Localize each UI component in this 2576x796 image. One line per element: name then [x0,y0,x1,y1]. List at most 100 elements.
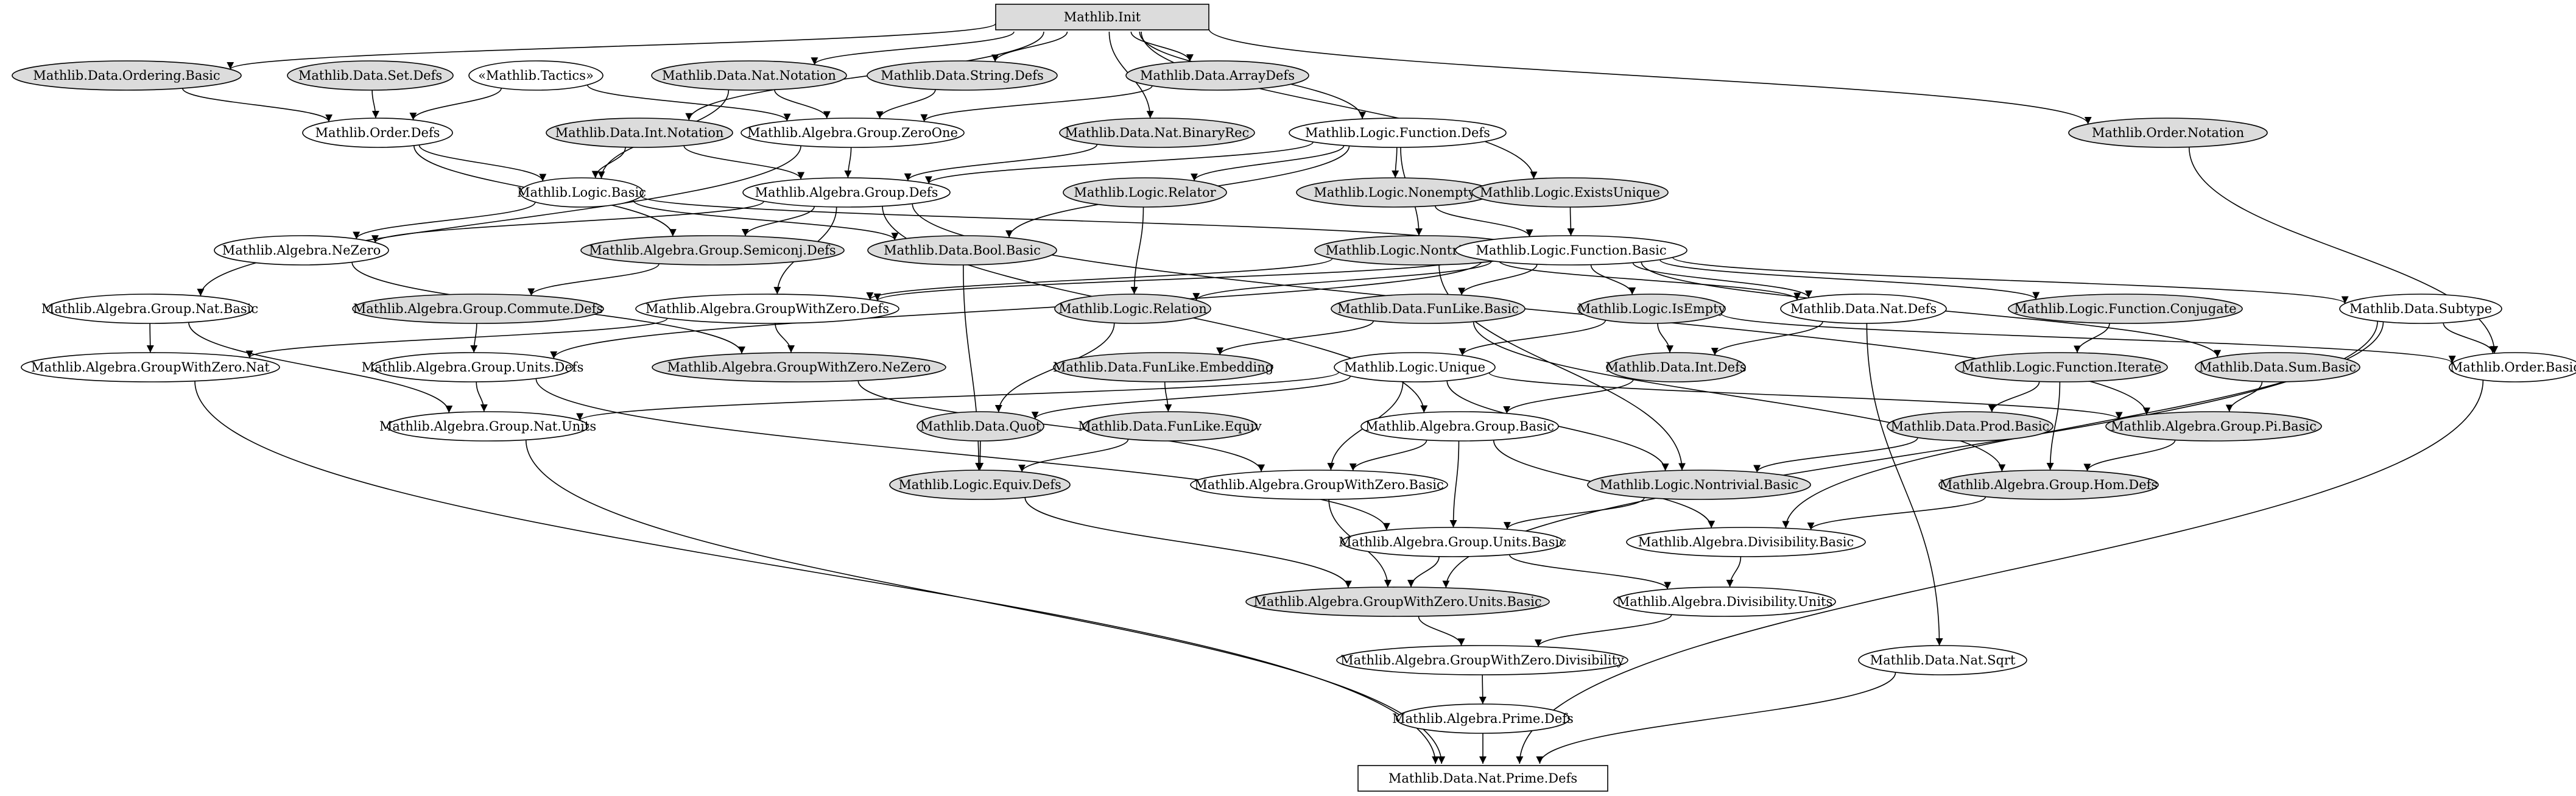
dependency-edge [409,88,502,121]
dependency-edge [1632,262,1812,298]
dependency-edge [1418,616,1465,646]
graph-node: Mathlib.Logic.Equiv.Defs [889,470,1071,500]
node-label: Mathlib.Order.Defs [315,125,440,140]
graph-node: Mathlib.Algebra.GroupWithZero.NeZero [652,352,946,382]
dependency-edge [1130,31,1194,62]
node-label: Mathlib.Algebra.Divisibility.Units [1617,594,1833,609]
graph-node: Mathlib.Data.Nat.Defs [1780,294,1947,324]
graph-node: Mathlib.Algebra.Group.Commute.Defs [352,294,604,324]
node-label: Mathlib.Logic.Nontrivial.Basic [1600,477,1798,492]
dependency-edge [1807,496,1987,530]
node-label: Mathlib.Logic.Function.Iterate [1962,360,2162,375]
dependency-edge [1509,554,1672,590]
dependency-edge [1659,259,2040,300]
dependency-edge [188,322,453,413]
node-ellipse-shape [917,411,1044,442]
graph-node: Mathlib.Algebra.GroupWithZero.Defs [635,294,899,324]
node-ellipse-shape [352,294,604,324]
dependency-edge [470,323,478,353]
node-ellipse-shape [1331,294,1526,324]
dependency-edge [586,84,791,121]
node-ellipse-shape [387,411,589,442]
node-ellipse-shape [2008,294,2243,324]
node-label: Mathlib.Init [1064,10,1141,24]
node-ellipse-shape [1082,411,1258,442]
node-ellipse-shape [1455,235,1687,266]
node-label: Mathlib.Logic.Function.Defs [1305,125,1490,140]
graph-node: Mathlib.Algebra.Group.Nat.Basic [41,294,258,324]
dependency-edge [591,147,626,178]
dependency-edge [182,88,333,122]
graph-node: Mathlib.Data.FunLike.Basic [1331,294,1526,324]
graph-node: Mathlib.Data.Nat.Notation [651,60,847,91]
dependency-edge [1503,378,1635,414]
node-ellipse-shape [46,294,253,324]
dependency-edge [535,378,1390,530]
graph-node: Mathlib.Data.Ordering.Basic [12,60,242,91]
dependency-edge [1164,381,1172,412]
dependency-edge [1988,381,2040,412]
node-ellipse-shape [1289,118,1507,148]
node-label: Mathlib.Order.Notation [2092,125,2244,140]
dependency-edge [197,146,801,297]
dependency-edge [2225,381,2263,412]
graph-node: Mathlib.Logic.Unique [1334,352,1496,382]
graph-node: Mathlib.Logic.Nonempty [1296,177,1493,208]
dependency-edge [1720,313,2456,364]
dependency-edge [476,381,488,412]
node-label: Mathlib.Algebra.Group.ZeroOne [747,125,958,140]
node-ellipse-shape [1190,470,1448,500]
dependency-edge [925,141,1314,185]
node-ellipse-shape [652,352,946,382]
dependency-edge [550,259,1483,359]
dependency-edge [775,323,795,353]
graph-node: Mathlib.Logic.Function.Conjugate [2008,294,2243,324]
node-label: Mathlib.Data.ArrayDefs [1140,68,1295,83]
node-ellipse-shape [1054,294,1211,324]
dependency-edge [1192,261,1493,301]
node-label: Mathlib.Data.Prod.Basic [1891,419,2050,434]
node-label: Mathlib.Data.String.Defs [881,68,1044,83]
graph-node: Mathlib.Data.Sum.Basic [2195,352,2360,382]
dependency-edge [1535,614,1672,647]
dependency-edge [1459,320,1606,356]
dependency-edge [1504,497,1645,530]
node-ellipse-shape [302,118,453,148]
node-label: Mathlib.Data.FunLike.Embedding [1053,360,1273,375]
dependency-edge [2046,381,2061,471]
graph-node: Mathlib.Data.Int.Defs [1605,352,1747,382]
graph-node: Mathlib.Data.Nat.Sqrt [1858,645,2027,675]
dependency-edge [1024,497,1352,588]
dependency-edge [991,31,1068,62]
node-label: Mathlib.Data.Int.Notation [555,125,724,140]
graph-node: Mathlib.Data.Subtype [2339,294,2502,324]
dependency-edge [844,147,852,178]
node-label: Mathlib.Algebra.Group.Hom.Defs [1940,477,2158,492]
dependency-edge [418,144,547,181]
node-ellipse-shape [1063,177,1227,208]
node-label: Mathlib.Logic.Nonempty [1314,185,1475,200]
node-label: Mathlib.Data.Int.Defs [1605,360,1746,375]
graph-node: Mathlib.Data.FunLike.Equiv [1078,411,1262,442]
node-ellipse-shape [1360,411,1559,442]
graph-node: Mathlib.Algebra.Group.Hom.Defs [1938,470,2159,500]
node-label: Mathlib.Data.Nat.Defs [1790,301,1937,316]
node-label: Mathlib.Algebra.Group.Pi.Basic [2111,419,2317,434]
node-ellipse-shape [1334,352,1496,382]
node-label: Mathlib.Logic.Relation [1058,301,1207,316]
node-label: Mathlib.Logic.Function.Basic [1476,243,1666,258]
graph-node: Mathlib.Logic.Function.Defs [1289,118,1507,148]
graph-node: Mathlib.Logic.IsEmpty [1577,294,1726,324]
node-label: Mathlib.Data.Nat.Prime.Defs [1388,771,1577,786]
node-label: Mathlib.Data.Quot [920,419,1041,434]
graph-node: Mathlib.Algebra.GroupWithZero.Divisibili… [1336,645,1628,675]
node-label: Mathlib.Algebra.NeZero [222,243,381,258]
dependency-edge [774,90,831,119]
node-ellipse-shape [1587,470,1811,500]
node-ellipse-shape [635,294,899,324]
dependency-edge [227,23,996,70]
dependency-edge [1866,323,1943,646]
graph-node: Mathlib.Algebra.Group.Units.Defs [362,352,583,382]
